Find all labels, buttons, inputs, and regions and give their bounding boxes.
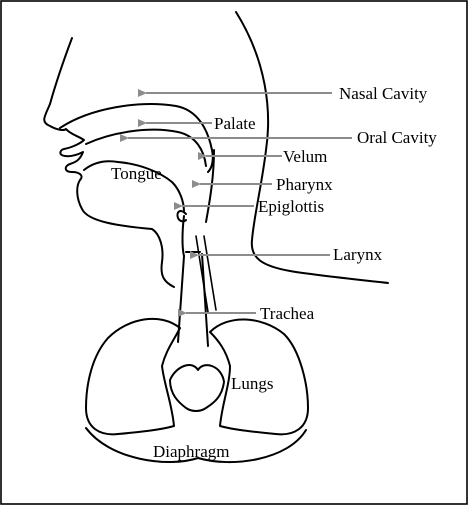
label-velum: Velum [283, 147, 327, 166]
oral-cavity-outline [86, 130, 206, 166]
heart-outline [170, 365, 224, 411]
label-lungs: Lungs [231, 374, 274, 393]
pharynx-wall-outline [206, 150, 214, 222]
head-profile-outline [44, 38, 174, 287]
label-palate: Palate [214, 114, 256, 133]
label-pharynx: Pharynx [276, 175, 333, 194]
label-larynx: Larynx [333, 245, 383, 264]
label-epiglottis: Epiglottis [258, 197, 324, 216]
trachea-right-wall [202, 254, 208, 346]
left-lung-outline [86, 319, 180, 434]
label-nasal-cavity: Nasal Cavity [339, 84, 428, 103]
larynx-outline [183, 216, 201, 256]
label-oral-cavity: Oral Cavity [357, 128, 437, 147]
label-diaphragm: Diaphragm [153, 442, 229, 461]
label-trachea: Trachea [260, 304, 315, 323]
label-tongue: Tongue [111, 164, 162, 183]
